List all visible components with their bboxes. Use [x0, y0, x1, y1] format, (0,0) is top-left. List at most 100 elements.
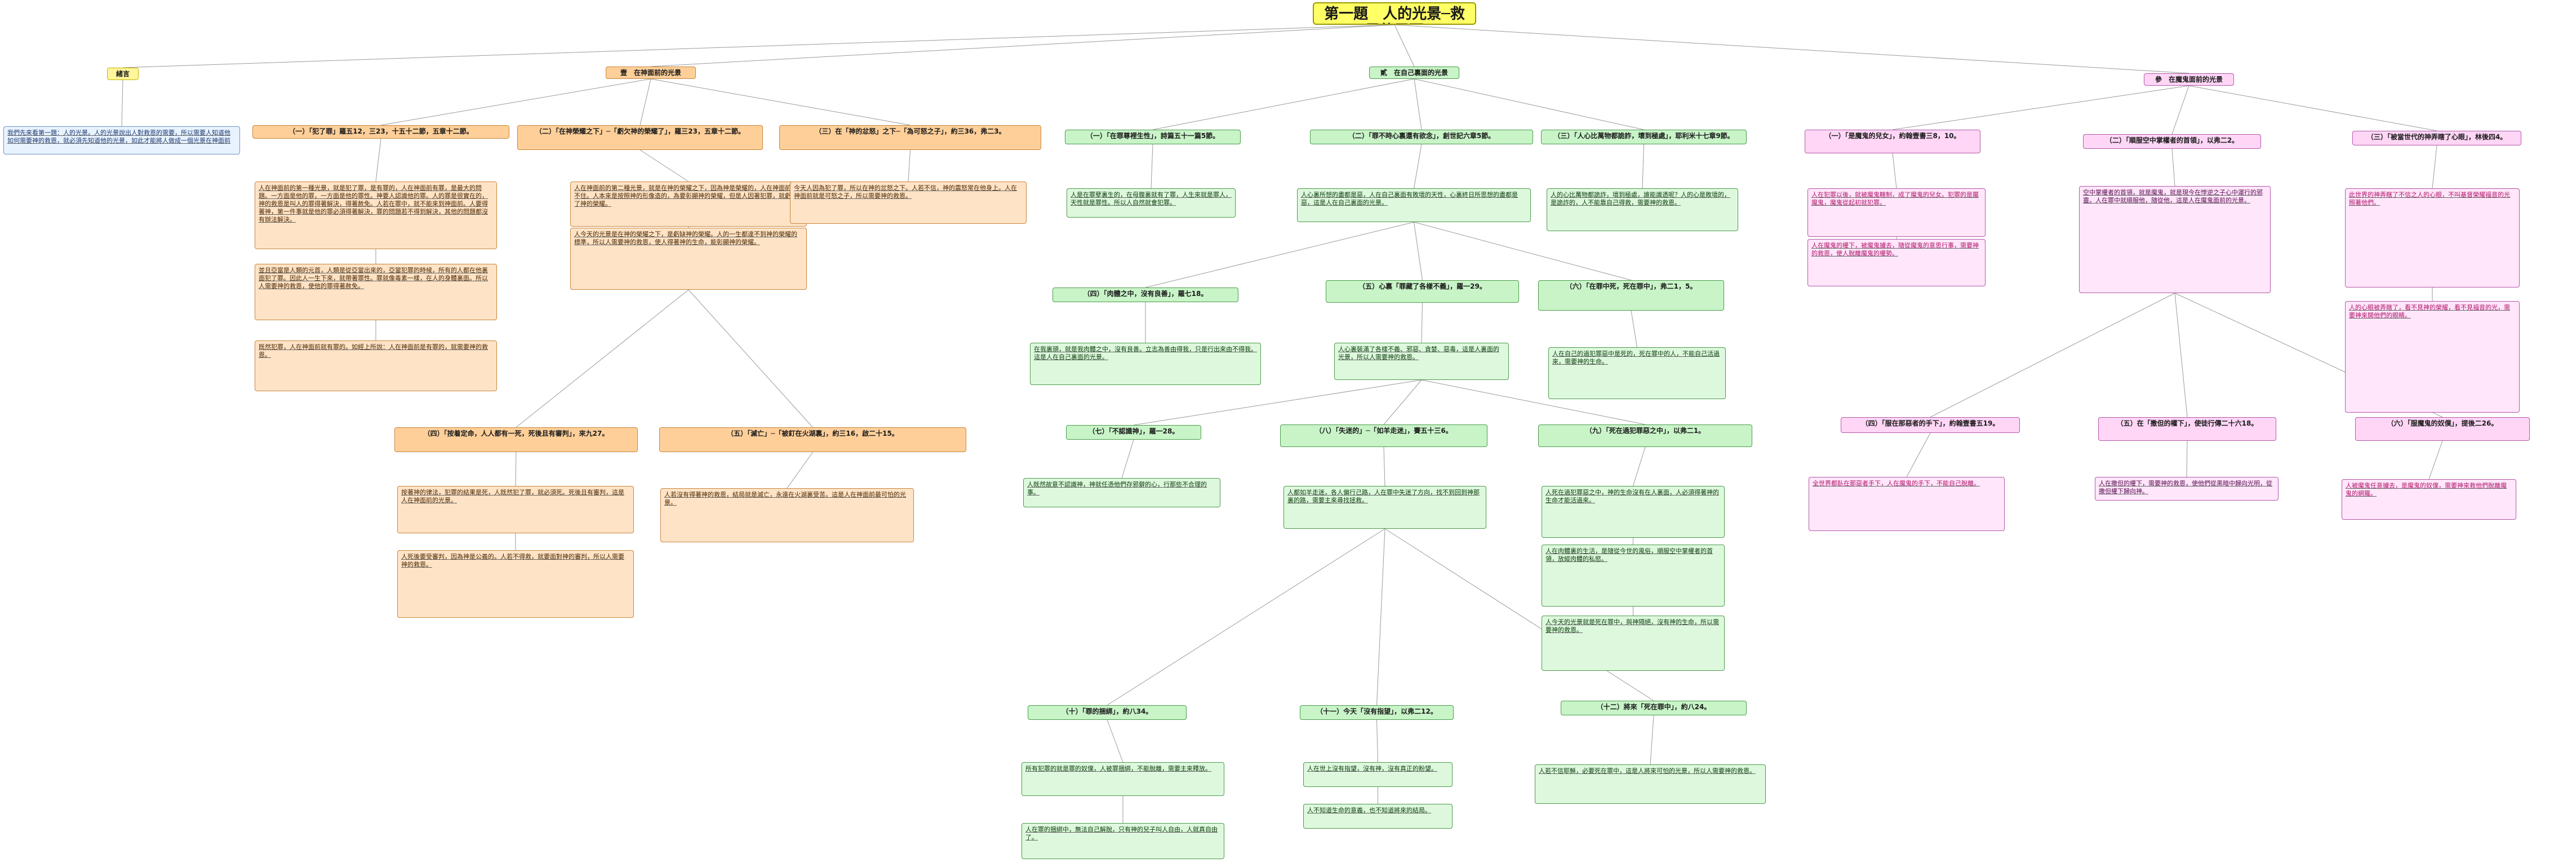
connector-line-55: [1930, 293, 2175, 418]
section-b-node-9-text-1: 人死在過犯罪惡之中，神的生命沒有在人裏面，人必須得著神的生命才能活過來。: [1542, 486, 1725, 538]
section-b-header[interactable]: 貳 在自己裏面的光景: [1369, 67, 1459, 79]
section-b-node-10[interactable]: （十）「罪的捆綁」，約八34。: [1028, 705, 1187, 720]
section-c-node-1-text-2: 人在魔鬼的權下，被魔鬼擄去，隨從魔鬼的意思行事，需要神的救恩，使人脫離魔鬼的權勢…: [1807, 239, 1986, 286]
section-b-node-3-text-1: 人的心比萬物都詭詐，壞到極處，誰能識透呢？人的心是敗壞的，是詭詐的，人不能靠自己…: [1547, 188, 1738, 231]
connector-line-3: [1394, 24, 2189, 74]
connector-line-56: [2174, 293, 2188, 418]
section-b-node-10-text-2: 人在罪的捆綁中，無法自己解脫，只有神的兒子叫人自由，人就真自由了。: [1021, 823, 1224, 859]
section-c-header[interactable]: 參 在魔鬼面前的光景: [2144, 73, 2234, 86]
diagram-title: 第一題 人的光景─救恩的需要: [1313, 2, 1476, 25]
connector-line-8: [375, 138, 381, 182]
section-a-node-4-text-2: 人死後要受審判，因為神是公義的。人若不得救，就要面對神的審判，所以人需要神的救恩…: [397, 550, 634, 618]
connector-line-4: [121, 79, 123, 127]
connector-line-30: [1631, 310, 1637, 348]
section-b-node-9[interactable]: （九）「死在過犯罪惡之中」，以弗二1。: [1538, 424, 1752, 447]
section-a-header[interactable]: 壹 在神面前的光景: [606, 67, 696, 79]
connector-line-33: [1421, 379, 1646, 425]
connector-line-13: [516, 289, 689, 428]
connector-line-18: [787, 452, 813, 489]
section-c-node-4-text-1: 全世界都臥在那惡者手下，人在魔鬼的手下，不能自己脫離。: [1809, 477, 2005, 531]
section-b-node-11[interactable]: （十一）今天「沒有指望」，以弗二12。: [1300, 705, 1454, 720]
connector-line-60: [2428, 440, 2443, 480]
connector-line-58: [1906, 432, 1931, 477]
section-c-node-3-text-2: 人的心眼被弄瞎了，看不見神的榮耀，看不見福音的光，需要神來開他們的眼睛。: [2345, 301, 2520, 413]
section-c-node-4[interactable]: （四）「服在那惡者的手下」，約翰壹書五19。: [1841, 417, 2020, 433]
connector-line-15: [908, 149, 911, 182]
section-b-node-11-text-2: 人不知道生命的意義，也不知道將來的結局。: [1303, 804, 1453, 829]
section-b-node-12[interactable]: （十二）將來「死在罪中」，約八24。: [1561, 701, 1747, 715]
section-b-node-9-text-2: 人在肉體裏的生活，是隨從今世的風俗，順服空中掌權者的首領，放縱肉體的私慾。: [1542, 545, 1725, 607]
connector-line-39: [1107, 528, 1385, 706]
connector-line-36: [1633, 446, 1646, 486]
connector-line-25: [1145, 222, 1414, 288]
section-a-node-1[interactable]: （一）「犯了罪」羅五12，三23，十五十二節，五章十二節。: [252, 125, 509, 139]
section-c-node-3-text-1: 此世界的神弄瞎了不信之人的心眼，不叫基督榮耀福音的光照著他們。: [2345, 188, 2520, 287]
section-a-node-3[interactable]: （三）在「神的忿怒」之下─「為可怒之子」，約三36，弗二3。: [779, 125, 1041, 150]
section-b-node-3[interactable]: （三）「人心比萬物都詭詐，壞到極處」，耶利米十七章9節。: [1541, 130, 1747, 144]
section-a-node-1-text-1: 人在神面前的第一種光景，就是犯了罪，是有罪的，人在神面前有罪，是最大的問題。一方…: [255, 182, 497, 249]
connector-line-42: [1107, 719, 1123, 763]
section-c-node-6[interactable]: （六）「服魔鬼的奴僕」，提後二26。: [2355, 417, 2530, 441]
connector-line-47: [1892, 85, 2189, 130]
connector-line-23: [1414, 144, 1422, 189]
section-b-node-9-text-3: 人今天的光景就是死在罪中，與神隔絕，沒有神的生命，所以需要神的救恩。: [1542, 616, 1725, 671]
section-c-node-3[interactable]: （三）「被當世代的神弄瞎了心眼」，林後四4。: [2352, 131, 2521, 145]
section-b-node-4[interactable]: （四）「肉體之中，沒有良善」，羅七18。: [1052, 287, 1238, 302]
section-a-node-2-text-1: 人在神面前的第二種光景，就是在神的榮耀之下，因為神是榮耀的，人在神面前站不住。人…: [570, 182, 807, 227]
section-b-node-1[interactable]: （一）「在罪尊裡生性」，詩篇五十一篇5節。: [1065, 130, 1241, 144]
connector-line-35: [1383, 446, 1385, 486]
connector-line-48: [2171, 85, 2189, 135]
section-a-node-1-text-2: 並且亞當是人類的元首，人類是從亞當出來的，亞當犯罪的時候，所有的人都在他裏面犯了…: [255, 264, 497, 320]
section-b-node-2[interactable]: （二）「罪不時心裏還有欲念」，創世記六章5節。: [1310, 130, 1533, 144]
connector-line-5: [380, 78, 651, 126]
section-c-node-1[interactable]: （一）「是魔鬼的兒女」，約翰壹書三8，10。: [1805, 130, 1980, 153]
connector-line-27: [1414, 222, 1632, 281]
section-b-node-7[interactable]: （七）「不認識神」，羅一28。: [1066, 425, 1201, 440]
connector-line-14: [688, 289, 813, 428]
section-b-node-10-text-1: 所有犯罪的就是罪的奴僕，人被罪捆綁，不能脫離，需要主來釋放。: [1021, 762, 1224, 796]
section-c-node-2-text-1: 空中掌權者的首領，就是魔鬼，就是現今在悖逆之子心中運行的邪靈。人在罪中就順服他，…: [2079, 186, 2271, 293]
section-b-node-8-text-1: 人都如羊走迷，各人偏行己路，人在罪中失迷了方向，找不到回到神那裏的路，需要主來尋…: [1283, 486, 1486, 529]
section-c-node-2[interactable]: （二）「順服空中掌權者的首領」，以弗二2。: [2083, 134, 2261, 149]
connector-line-24: [1642, 144, 1644, 189]
section-a-node-2[interactable]: （二）「在神榮耀之下」─「虧欠神的榮耀了」，羅三23，五章十二節。: [517, 125, 763, 150]
section-b-node-2-text-1: 人心裏所想的盡都是惡，人在自己裏面有敗壞的天性，心裏終日所思想的盡都是惡，這是人…: [1297, 188, 1531, 222]
section-b-node-12-text-1: 人若不信耶穌，必要死在罪中，這是人將來可怕的光景，所以人需要神的救恩。: [1535, 764, 1766, 804]
connector-line-44: [1376, 719, 1378, 763]
connector-line-53: [2432, 145, 2437, 189]
connector-line-0: [122, 24, 1395, 68]
section-b-node-7-text-1: 人既然故意不認識神，神就任憑他們存邪僻的心，行那些不合理的事。: [1023, 478, 1220, 507]
section-b-node-4-text-1: 在我裏頭，就是我肉體之中，沒有良善。立志為善由得我，只是行出來由不得我。這是人在…: [1030, 343, 1261, 385]
connector-line-46: [1650, 715, 1654, 765]
intro-header[interactable]: 緒言: [107, 68, 139, 80]
section-c-node-6-text-1: 人被魔鬼任意擄去，是魔鬼的奴僕，需要神來救他們脫離魔鬼的網羅。: [2342, 479, 2516, 520]
section-a-node-2-text-2: 人今天的光景是在神的榮耀之下，是虧缺神的榮耀。人的一生都達不到神的榮耀的標準，所…: [570, 228, 807, 290]
section-a-node-5[interactable]: （五）「滅亡」─「被釘在火湖裏」，約三16，啟二十15。: [659, 427, 966, 452]
connector-line-32: [1383, 379, 1422, 425]
section-b-node-6[interactable]: （六）「在罪中死，死在罪中」，弗二1，5。: [1538, 280, 1724, 311]
connector-line-11: [639, 149, 689, 182]
connector-line-49: [2188, 85, 2437, 131]
connector-line-1: [650, 24, 1395, 67]
section-c-node-5-text-1: 人在撒但的權下，需要神的救恩，使他們從黑暗中歸向光明，從撒但權下歸向神。: [2095, 477, 2279, 501]
section-c-node-5[interactable]: （五）在「撒但的權下」，使徒行傳二十六18。: [2098, 417, 2276, 441]
section-a-node-5-text-1: 人若沒有得著神的救恩，結局就是滅亡，永遠在火湖裏受苦。這是人在神面前最可怕的光景…: [660, 488, 914, 542]
connector-line-7: [650, 78, 911, 126]
section-b-node-11-text-1: 人在世上沒有指望，沒有神，沒有真正的盼望。: [1303, 762, 1453, 787]
intro-text: 我們先來看第一題：人的光景。人的光景說出人對救恩的需要，所以需要人知道他如何需要…: [3, 126, 240, 154]
section-b-node-1-text-1: 人是在罪孽裏生的，在母腹裏就有了罪，人生來就是罪人，天性就是罪性。所以人自然就會…: [1067, 188, 1236, 218]
section-a-node-3-text-1: 今天人因為犯了罪，所以在神的忿怒之下。人若不信，神的震怒常在他身上。人在神面前就…: [790, 182, 1027, 224]
connector-line-34: [1121, 439, 1134, 479]
section-a-node-4[interactable]: （四）「按着定命，人人都有一死，死後且有審判」，來九27。: [394, 427, 638, 452]
connector-line-50: [1892, 153, 1897, 189]
connector-line-19: [1152, 78, 1415, 130]
connector-line-20: [1414, 78, 1422, 130]
section-b-node-6-text-1: 人在自己的過犯罪惡中是死的，死在罪中的人，不能自己活過來，需要神的生命。: [1548, 347, 1726, 399]
connector-line-52: [2171, 148, 2175, 187]
section-b-node-8[interactable]: （八）「失迷的」─「如羊走迷」，賽五十三6。: [1280, 424, 1487, 447]
connector-line-21: [1414, 78, 1644, 130]
connector-line-22: [1151, 144, 1153, 189]
section-b-node-5[interactable]: （五）心裏「罪藏了各樣不義」，羅一29。: [1326, 280, 1519, 303]
section-b-node-5-text-1: 人心裏裝滿了各樣不義、邪惡、貪婪、惡毒，這是人裏面的光景，所以人需要神的救恩。: [1334, 343, 1509, 380]
